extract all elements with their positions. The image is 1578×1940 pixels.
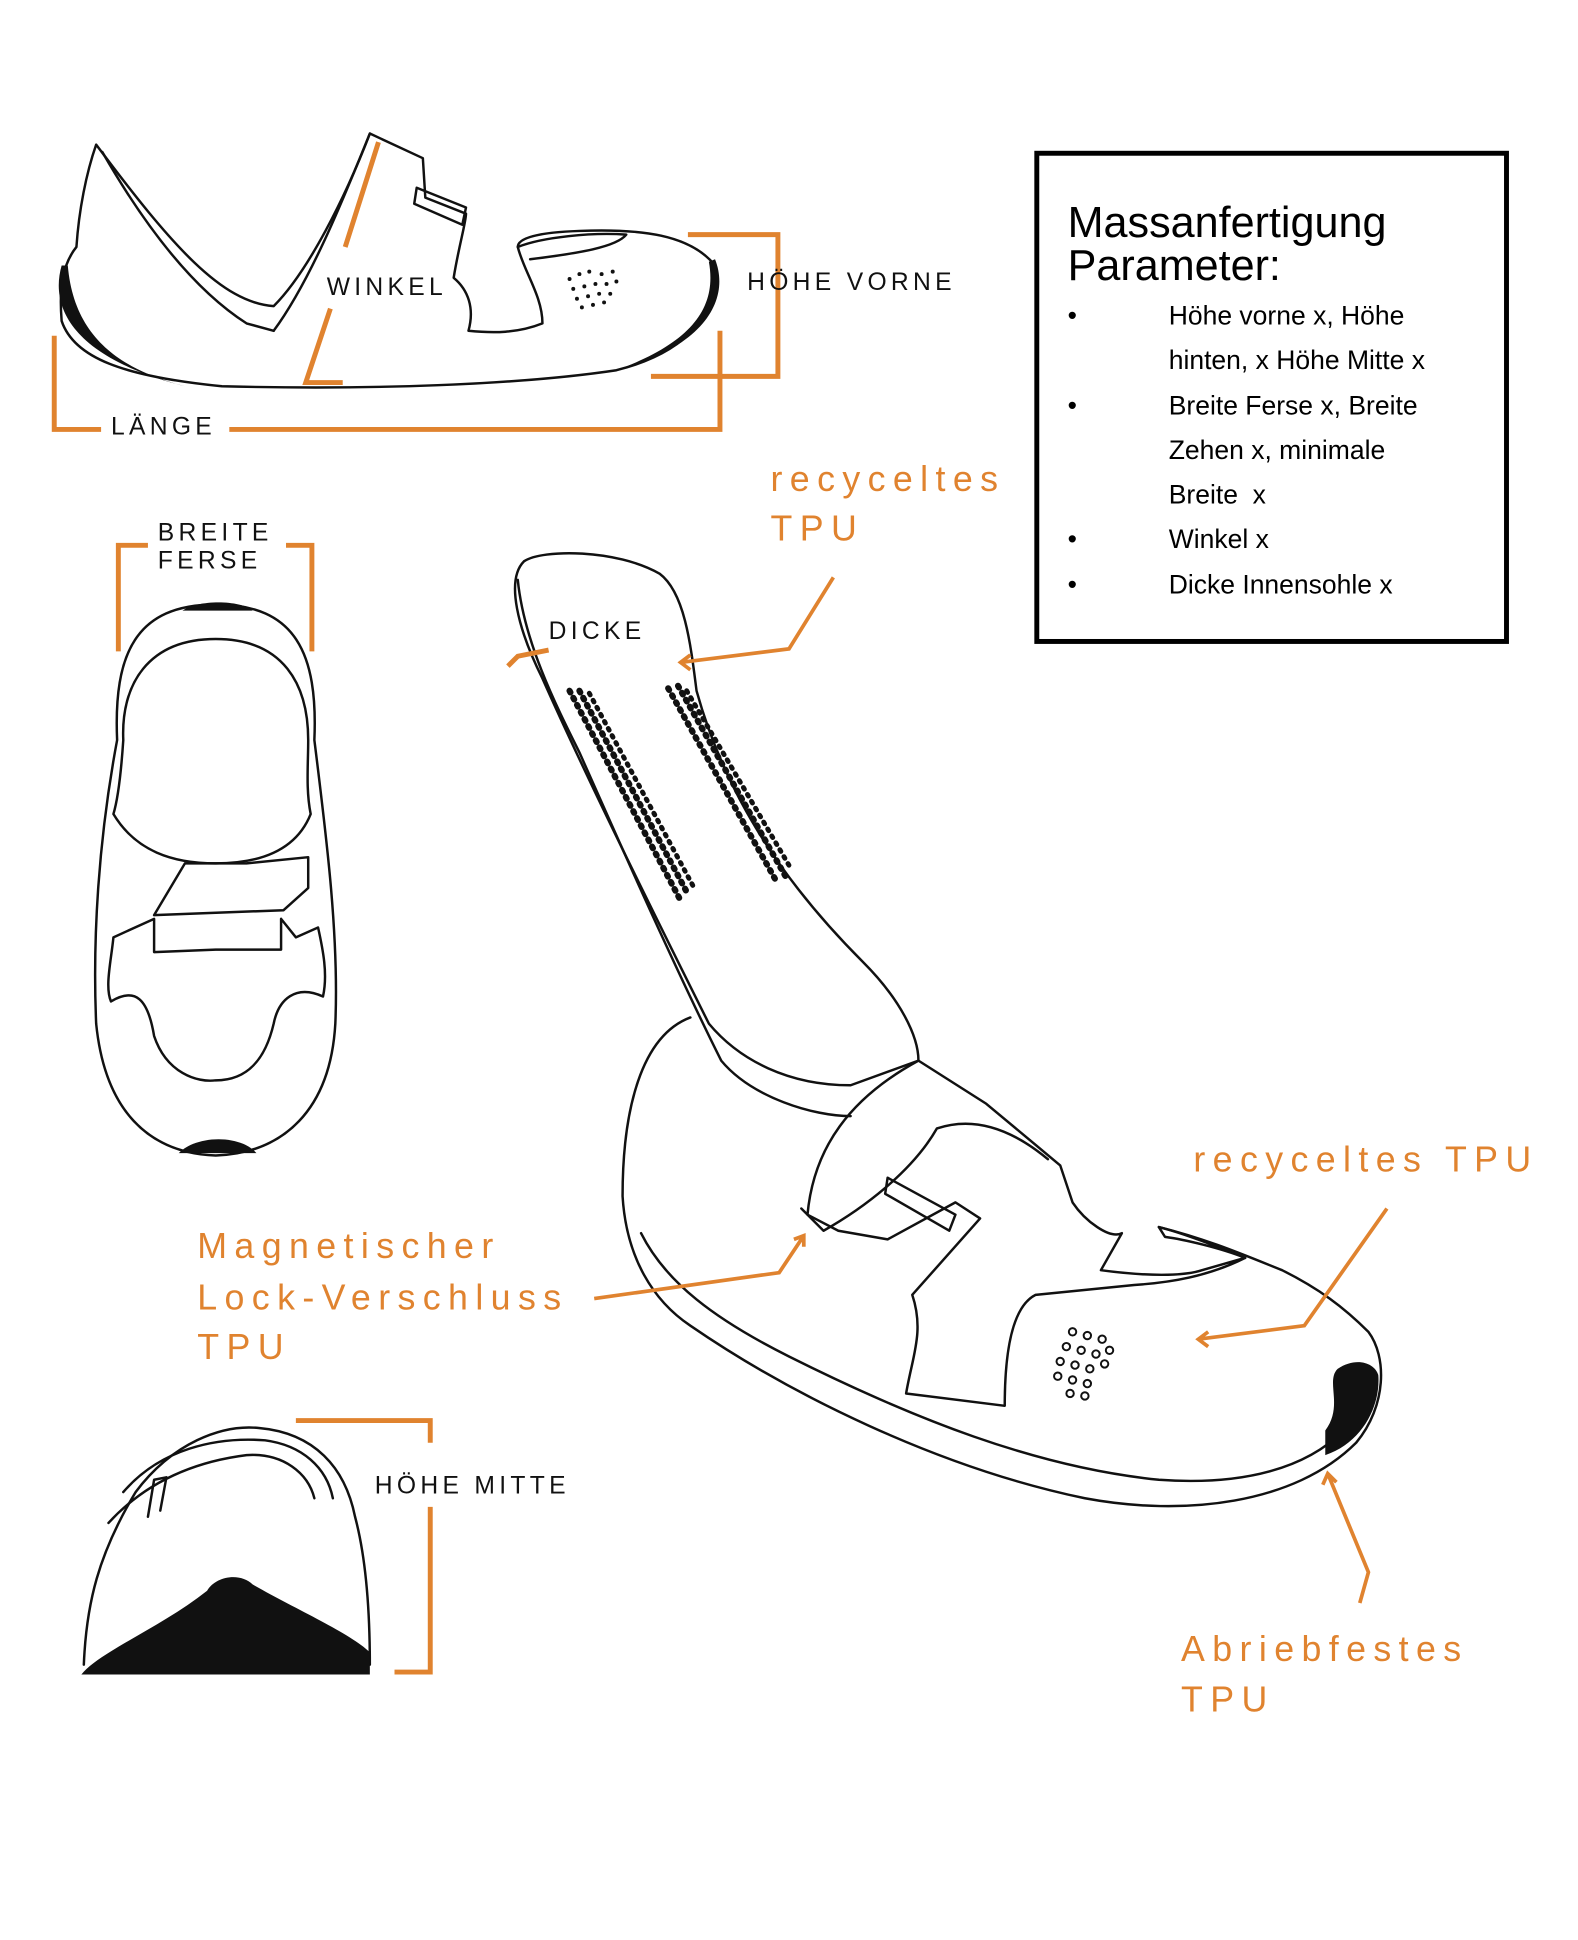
insole-material-line2: TPU: [771, 508, 865, 548]
parameter-line: Winkel x: [1169, 524, 1269, 554]
parameter-line: Höhe vorne x, Höhe: [1169, 301, 1405, 331]
length-bracket: [51, 330, 723, 432]
length-label: LÄNGE: [111, 413, 216, 440]
heel-width-label-2: FERSE: [158, 548, 262, 575]
thickness-marker: [506, 647, 550, 668]
parameter-line: Dicke Innensohle x: [1169, 569, 1393, 599]
closure-label-line3: TPU: [197, 1327, 291, 1367]
insole-perforations: [566, 682, 794, 904]
front-view-shoe: HÖHE MITTE: [81, 1418, 570, 1675]
perforation-dots: [567, 269, 619, 310]
bullet: •: [1068, 569, 1077, 599]
parameter-line: Breite Ferse x, Breite: [1169, 391, 1418, 421]
front-height-bracket: [650, 232, 781, 379]
top-view-shoe: BREITE FERSE: [93, 519, 338, 1157]
parameter-line: hinten, x Höhe Mitte x: [1169, 345, 1425, 375]
sole-label-line1: Abriebfestes: [1181, 1629, 1468, 1669]
toe-perforations: [1053, 1327, 1115, 1401]
parameters-title-2: Parameter:: [1068, 242, 1281, 290]
callout-arrows: [593, 576, 1389, 1604]
mid-height-bracket: [295, 1418, 433, 1675]
sole-label-line2: TPU: [1181, 1680, 1275, 1720]
bullet: •: [1068, 301, 1077, 331]
bullet: •: [1068, 391, 1077, 421]
parameter-line: Zehen x, minimale: [1169, 435, 1386, 465]
heel-width-label-1: BREITE: [158, 519, 273, 546]
side-view-shoe: WINKEL HÖHE VORNE LÄNGE: [51, 132, 956, 440]
heel-width-bracket: [115, 542, 315, 652]
angle-marker: [302, 141, 381, 386]
angle-label: WINKEL: [327, 274, 447, 301]
closure-label-line1: Magnetischer: [197, 1226, 500, 1266]
thickness-label: DICKE: [549, 618, 646, 645]
bullet: •: [1068, 524, 1077, 554]
parameters-title-1: Massanfertigung: [1068, 199, 1387, 247]
mid-height-label: HÖHE MITTE: [375, 1472, 570, 1499]
upper-material-label: recyceltes TPU: [1193, 1140, 1538, 1180]
insole-material-line1: recyceltes: [771, 459, 1006, 499]
parameter-line: Breite x: [1169, 479, 1266, 509]
parameters-box: Massanfertigung Parameter: • • • • Höhe …: [1034, 150, 1509, 644]
perspective-shoe: DICKE: [506, 552, 1383, 1508]
front-height-label: HÖHE VORNE: [747, 269, 956, 296]
closure-label-line2: Lock-Verschluss: [197, 1278, 568, 1318]
